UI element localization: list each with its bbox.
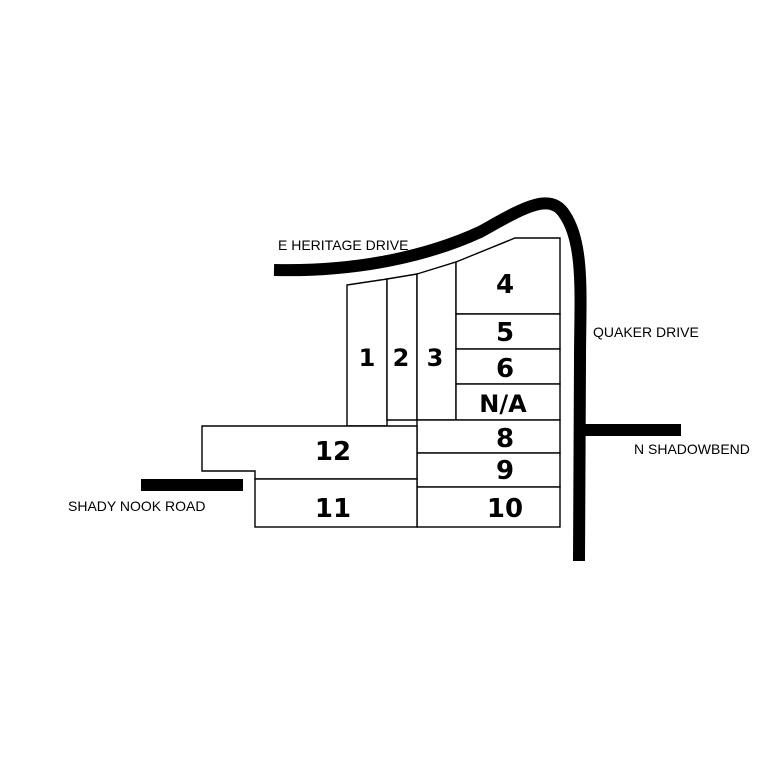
lot-10-label: 10 [487,494,523,524]
quaker-drive-label: QUAKER DRIVE [593,324,699,340]
lot-9-label: 9 [496,456,514,486]
lot-6-parcel [455,348,561,385]
lot-2-label: 2 [393,344,410,372]
lot-na-label: N/A [479,390,527,418]
heritage-drive-label: E HERITAGE DRIVE [278,237,408,253]
lot-12-parcel [201,425,418,480]
lot-5-label: 5 [496,318,514,348]
shady-nook-road-label: SHADY NOOK ROAD [68,498,205,514]
lot-8-label: 8 [496,424,514,454]
lot-4-parcel [455,237,561,315]
lot-5-parcel [455,313,561,350]
lot-na-parcel [455,383,561,421]
lot-11-parcel [254,478,418,528]
lot-11-label: 11 [315,494,351,524]
lots [201,237,561,528]
heritage-drive-road [273,197,587,562]
lot-3-parcel [416,261,457,421]
lot-12-label: 12 [315,437,351,467]
shadowbend-label: N SHADOWBEND [634,441,750,457]
street-labels: E HERITAGE DRIVE QUAKER DRIVE N SHADOWBE… [68,237,750,514]
lot-3-label: 3 [427,344,444,372]
lot-8-parcel [416,419,561,454]
lot-numbers: 1 2 3 4 5 6 N/A 8 9 10 12 11 [315,270,527,524]
lot-4-label: 4 [496,270,514,300]
lot-9-parcel [416,452,561,488]
lot-10-parcel [416,486,561,528]
roads [141,197,681,562]
lot-6-label: 6 [496,354,514,384]
lot-1-label: 1 [359,344,376,372]
